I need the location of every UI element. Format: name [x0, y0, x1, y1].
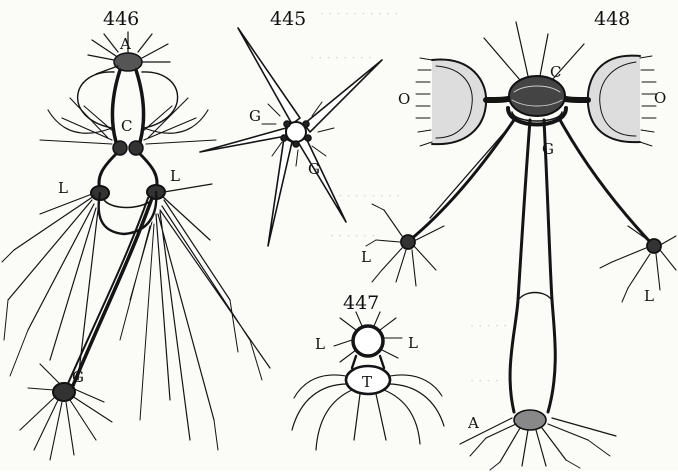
svg-text:· · · · · · · · · ·: · · · · · · · · · · — [320, 7, 399, 22]
figure-448-label-A: A — [467, 414, 479, 432]
figure-446-label-L-left: L — [58, 179, 68, 197]
figure-446-label-A: A — [119, 35, 131, 53]
figure-448-label-L-left: L — [361, 248, 371, 266]
bleed-through-texture: · · · · · · · · · · · · · · · · · · · · … — [310, 7, 507, 389]
svg-text:· · · ·: · · · · — [470, 374, 499, 389]
figure-446-number: 446 — [103, 8, 139, 30]
figure-447-label-L-left: L — [315, 335, 325, 353]
figure-446-nerve-drawing — [2, 32, 270, 460]
figure-445-number: 445 — [270, 8, 306, 30]
figure-446: 446 — [2, 8, 270, 460]
figure-446-label-L-right: L — [170, 167, 180, 185]
figure-447-number: 447 — [343, 292, 379, 314]
figure-445-label-G-right: G — [308, 160, 320, 178]
figure-446-label-C: C — [121, 117, 132, 135]
figure-448-label-G: G — [542, 140, 554, 158]
figure-448-label-C: C — [550, 63, 561, 81]
figure-446-label-G: G — [72, 368, 84, 386]
figure-448-number: 448 — [594, 8, 630, 30]
svg-text:· · · · · · · ·: · · · · · · · · — [310, 51, 372, 66]
figure-447-label-T: T — [362, 373, 372, 391]
figure-448: 448 — [361, 8, 676, 470]
svg-text:· · · · ·: · · · · · — [470, 319, 507, 334]
figure-447: 447 L L T — [292, 292, 444, 450]
figure-445: 445 G G — [200, 8, 382, 246]
figure-448-label-O-right: O — [654, 89, 666, 107]
svg-text:· · · · · ·: · · · · · · — [330, 229, 375, 244]
figure-448-label-L-right: L — [644, 287, 654, 305]
figure-447-label-L-right: L — [408, 334, 418, 352]
figure-448-nerve-drawing — [366, 22, 676, 470]
svg-text:· · · · · · · · ·: · · · · · · · · · — [330, 189, 400, 204]
figure-445-label-G-left: G — [249, 107, 261, 125]
figure-448-label-O-left: O — [398, 90, 410, 108]
